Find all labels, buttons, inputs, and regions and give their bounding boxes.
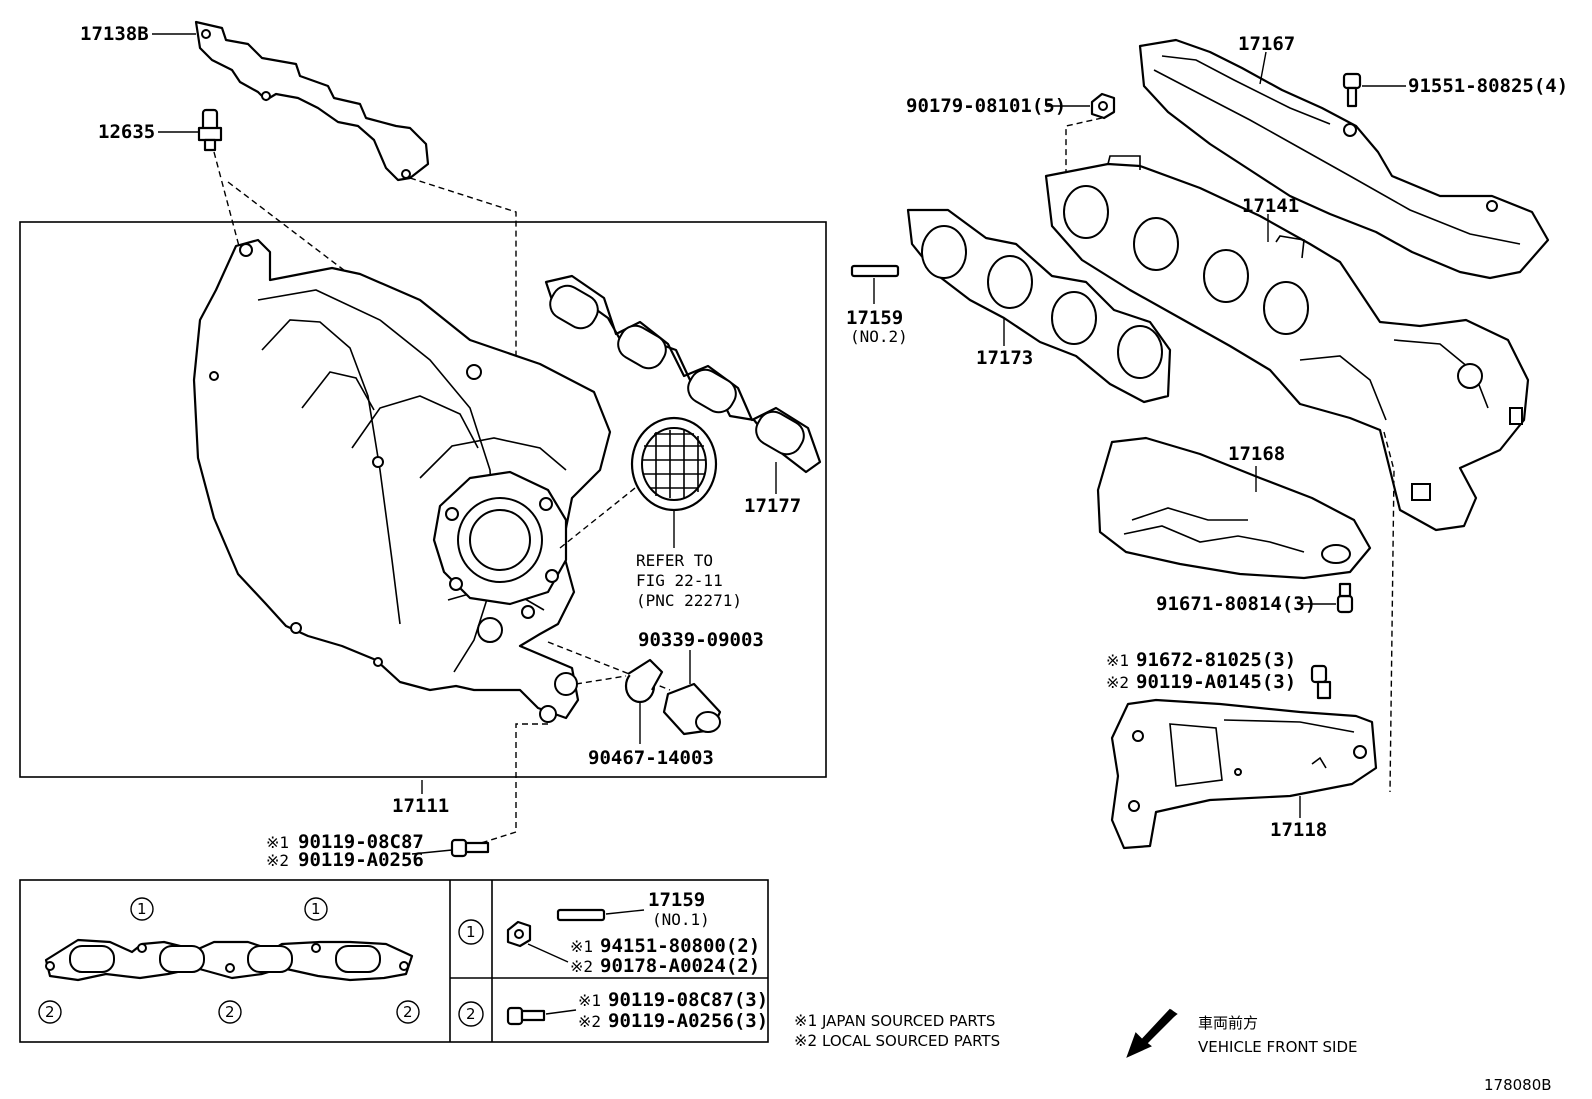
mark-2c: ※2 [1106,673,1129,692]
label-91672-81025: 91672-81025(3) [1136,649,1296,671]
label-17177: 17177 [744,495,801,517]
bolt-90119-intake[interactable] [450,838,490,858]
note-japan: JAPAN SOURCED PARTS [821,1012,995,1030]
nut-90179-08101[interactable] [1090,92,1116,120]
legend-row1-b: 90178-A0024(2) [600,955,760,977]
label-17159-no2: (NO.2) [850,327,908,346]
bolt-91671-80814[interactable] [1336,582,1354,614]
note-mark-2: ※2 [794,1031,817,1050]
legend-circle-2c: 2 [403,1003,413,1021]
label-90119-a0256: 90119-A0256 [298,849,424,871]
bracket-17138b[interactable] [194,20,430,182]
label-17167: 17167 [1238,33,1295,55]
refer-text-3: (PNC 22271) [636,591,742,610]
gasket-17173[interactable] [906,208,1172,404]
label-17141: 17141 [1242,195,1299,217]
stud-17159-no2[interactable] [850,264,900,278]
legend-mark-1: ※1 [570,937,593,956]
intake-manifold-17111[interactable] [192,238,612,723]
label-90179-08101: 90179-08101(5) [906,95,1066,117]
label-91671-80814: 91671-80814(3) [1156,593,1316,615]
heat-insulator-17167[interactable] [1138,38,1550,280]
heat-insulator-17168[interactable] [1096,436,1372,580]
clip-90467-14003[interactable] [624,658,664,704]
legend-row1-no: (NO.1) [652,910,710,929]
label-17118: 17118 [1270,819,1327,841]
legend-row2-b: 90119-A0256(3) [608,1010,768,1032]
legend-circle-1a: 1 [137,900,147,918]
legend-mark-1b: ※1 [578,991,601,1010]
gasket-17177[interactable] [544,274,822,474]
label-17173: 17173 [976,347,1033,369]
label-12635: 12635 [98,121,155,143]
legend-mark-2: ※2 [570,957,593,976]
mark-2a: ※2 [266,851,289,870]
label-90119-08c87: 90119-08C87 [298,831,424,853]
note-mark-1: ※1 [794,1011,817,1030]
refer-text-1: REFER TO [636,551,713,570]
label-17159: 17159 [846,307,903,329]
legend-row1-part: 17159 [648,889,705,911]
label-17138b: 17138B [80,23,149,45]
legend-circle-2b: 2 [225,1003,235,1021]
mark-1a: ※1 [266,833,289,852]
label-17111: 17111 [392,795,449,817]
legend-row1-a: 94151-80800(2) [600,935,760,957]
bolt-91551-80825[interactable] [1342,72,1362,108]
note-direction-jp: 車両前方 [1198,1014,1258,1032]
throttle-body-gasket[interactable] [630,416,718,512]
figure-id: 178080B [1484,1076,1552,1094]
bolt-91672-81025[interactable] [1310,664,1332,700]
legend-row1-circle: 1 [466,923,476,941]
intake-manifold-frame [19,221,827,778]
label-91551-80825: 91551-80825(4) [1408,75,1568,97]
label-17168: 17168 [1228,443,1285,465]
note-local: LOCAL SOURCED PARTS [822,1032,1000,1050]
legend-row2-circle: 2 [466,1005,476,1023]
exhaust-manifold-17141[interactable] [1044,155,1530,532]
label-90339-09003: 90339-09003 [638,629,764,651]
mark-1c: ※1 [1106,651,1129,670]
note-direction-en: VEHICLE FRONT SIDE [1198,1038,1358,1056]
legend-circle-2a: 2 [45,1003,55,1021]
refer-text-2: FIG 22-11 [636,571,723,590]
legend-row2-a: 90119-08C87(3) [608,989,768,1011]
legend-table: 1 1 2 2 2 1 2 17159 (NO.1) ※1 94151-8080… [19,879,769,1043]
legend-mark-2b: ※2 [578,1012,601,1031]
manifold-stay-17118[interactable] [1110,698,1378,850]
legend-circle-1b: 1 [311,900,321,918]
label-90467-14003: 90467-14003 [588,747,714,769]
stud-12635[interactable] [197,108,223,152]
label-90119-a0145: 90119-A0145(3) [1136,671,1296,693]
arrow-icon [1126,1008,1178,1058]
cap-90339-09003[interactable] [662,682,722,736]
